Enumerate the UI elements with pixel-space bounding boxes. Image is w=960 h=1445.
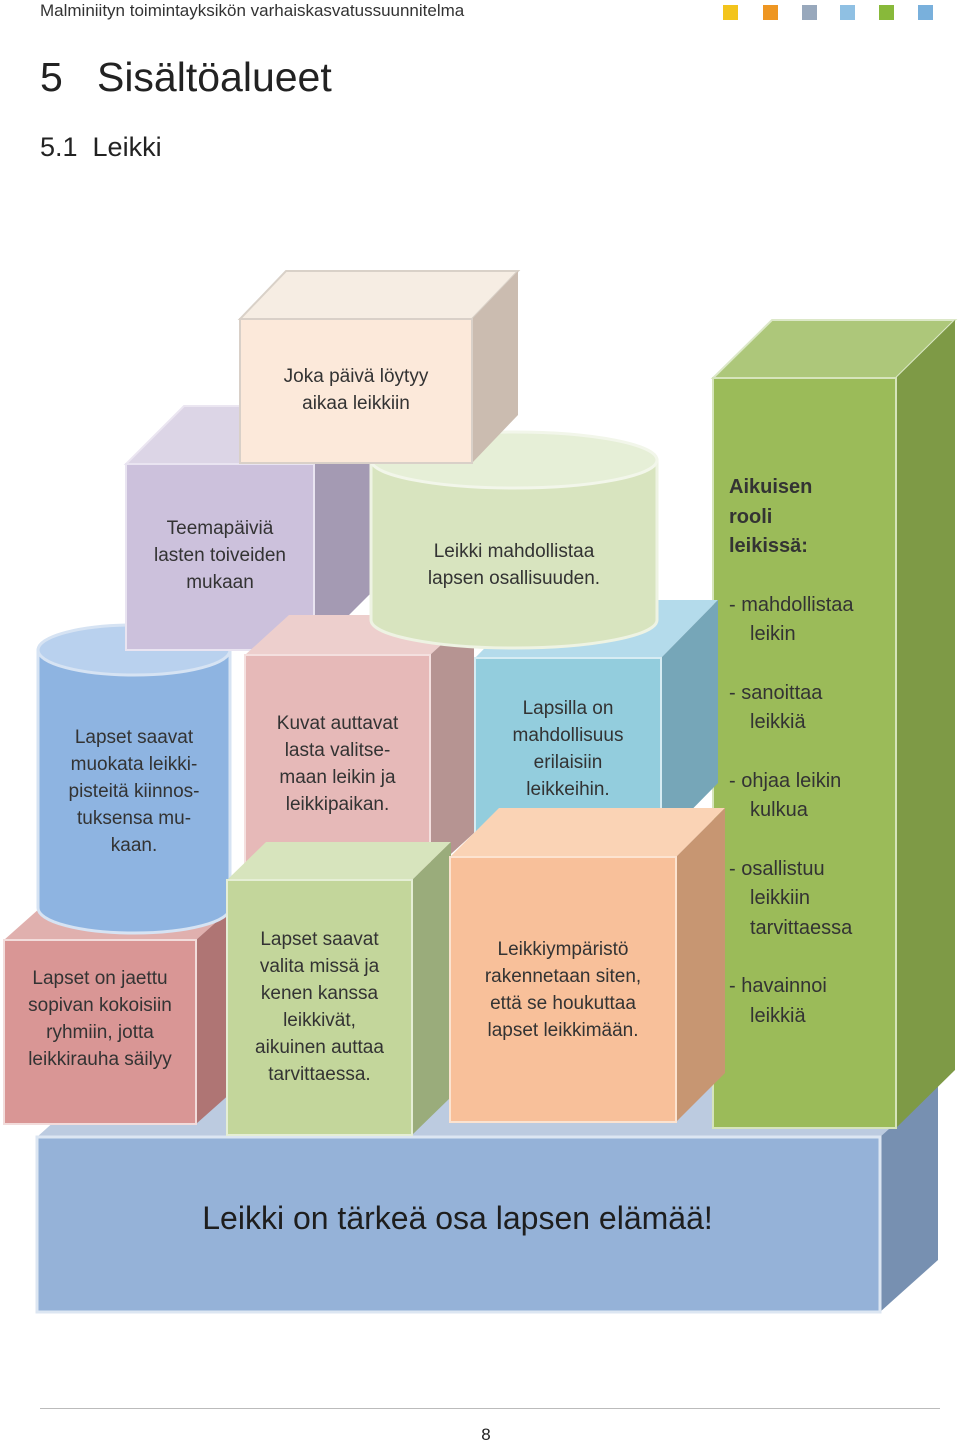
adult-role-item-cont: tarvittaessa [750, 916, 853, 939]
text-line: aikaa leikkiin [302, 393, 410, 414]
adult-role-item-cont: leikin [750, 623, 796, 645]
adult-role-item-cont: kulkua [750, 799, 808, 821]
adult-role-block [710, 319, 958, 1129]
base-block-text: Leikki on tärkeä osa lapsen elämää! [202, 1200, 713, 1236]
adult-role-title-line: leikissä: [729, 535, 808, 557]
text-line: maan leikin ja [279, 767, 396, 788]
text-line: sopivan kokoisiin [28, 995, 172, 1016]
text-line: Joka päivä löytyy [283, 366, 429, 387]
text-line: lasta valitse- [284, 740, 391, 761]
text-line: valita missä ja [259, 956, 380, 977]
text-line: leikkivät, [283, 1010, 356, 1031]
text-line: Kuvat auttavat [276, 713, 399, 734]
text-line: rakennetaan siten, [484, 966, 642, 987]
header-color-square [879, 5, 894, 20]
text-line: mukaan [186, 572, 254, 593]
blue-cylinder-text: Lapset saavat muokata leikki- pisteitä k… [38, 724, 230, 859]
text-line: tuksensa mu- [76, 808, 192, 829]
lightblue-block-text: Lapsilla on mahdollisuus erilaisiin leik… [475, 695, 661, 803]
adult-role-title-line: rooli [729, 505, 773, 528]
header-color-square [763, 5, 778, 20]
header-color-square [840, 5, 855, 20]
adult-role-item: - mahdollistaa [729, 593, 854, 616]
header-color-square [802, 5, 817, 20]
text-line: lasten toiveiden [153, 545, 287, 566]
section-heading: 5.1 Leikki [40, 132, 162, 162]
adult-role-item-cont: leikkiä [750, 711, 806, 733]
text-line: mahdollisuus [512, 725, 624, 746]
text-line: ryhmiin, jotta [46, 1022, 154, 1043]
top-block [237, 270, 521, 464]
text-line: Lapset saavat [260, 929, 379, 950]
footer-divider [40, 1408, 940, 1409]
text-line: Leikkiympäristö [497, 939, 629, 960]
text-line: aikuinen auttaa [255, 1037, 384, 1058]
adult-role-item: - ohjaa leikin [729, 769, 842, 792]
orange-block [449, 808, 725, 1123]
top-block-text: Joka päivä löytyy aikaa leikkiin [240, 363, 472, 417]
text-line: Lapsilla on [522, 698, 614, 719]
text-line: Lapset on jaettu [32, 968, 168, 989]
red-block-text: Lapset on jaettu sopivan kokoisiin ryhmi… [4, 965, 196, 1073]
header-color-square [918, 5, 933, 20]
text-line: Leikki mahdollistaa [433, 541, 595, 562]
text-line: kaan. [110, 835, 158, 856]
text-line: erilaisiin [533, 752, 603, 773]
document-header-title: Malminiityn toimintayksikön varhaiskasva… [40, 1, 465, 20]
adult-role-item-cont: leikkiä [750, 1004, 806, 1027]
pink-block [244, 615, 474, 874]
text-line: lapset leikkimään. [487, 1020, 639, 1041]
pink-block-text: Kuvat auttavat lasta valitse- maan leiki… [245, 710, 430, 818]
purple-block-text: Teemapäiviä lasten toiveiden mukaan [126, 515, 314, 596]
text-line: että se houkuttaa [490, 993, 636, 1014]
lightgreen-block [226, 842, 451, 1136]
text-line: tarvittaessa. [268, 1064, 371, 1085]
adult-role-item: - sanoittaa [729, 681, 823, 704]
adult-role-text: Aikuisen rooli leikissä: - mahdollistaa … [729, 473, 904, 1031]
text-line: leikkipaikan. [285, 794, 390, 815]
text-line: lapsen osallisuuden. [427, 568, 601, 589]
text-line: Lapset saavat [74, 727, 194, 748]
text-line: leikkeihin. [526, 779, 610, 800]
page-number: 8 [481, 1425, 491, 1444]
adult-role-title-line: Aikuisen [729, 476, 813, 498]
text-line: pisteitä kiinnos- [68, 781, 200, 802]
adult-role-item-cont: leikkiin [750, 887, 811, 909]
adult-role-item: - osallistuu [729, 857, 825, 880]
text-line: kenen kanssa [260, 983, 379, 1004]
text-line: Teemapäiviä [166, 518, 274, 539]
text-line: muokata leikki- [70, 754, 198, 775]
orange-block-text: Leikkiympäristö rakennetaan siten, että … [450, 936, 676, 1044]
green-cylinder-text: Leikki mahdollistaa lapsen osallisuuden. [371, 538, 657, 592]
lightgreen-block-text: Lapset saavat valita missä ja kenen kans… [227, 926, 412, 1088]
chapter-heading: 5 Sisältöalueet [40, 54, 332, 100]
adult-role-item: - havainnoi [729, 975, 827, 997]
text-line: leikkirauha säilyy [28, 1049, 172, 1070]
header-color-square [723, 5, 738, 20]
